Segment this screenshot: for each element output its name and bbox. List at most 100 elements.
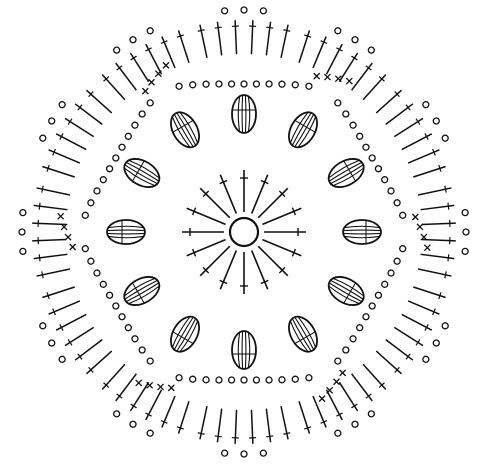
chain-stitch [292, 82, 298, 88]
chain-stitch [113, 303, 119, 309]
edge-stitch [49, 301, 80, 314]
edge-stitch [339, 382, 357, 411]
puff-outline [324, 153, 369, 193]
puff-stitch [107, 220, 145, 244]
chain-stitch [279, 377, 285, 383]
puff-stitch [232, 95, 256, 133]
single-crochet-mark [142, 88, 148, 94]
edge-chain [130, 37, 136, 43]
chain-stitch [335, 358, 341, 364]
edge-stitch [363, 74, 386, 99]
chain-stitch [119, 314, 125, 320]
chain-stitch [394, 200, 400, 206]
edge-chain [20, 210, 26, 216]
edge-chain [114, 411, 120, 417]
chain-stitch [343, 111, 349, 117]
chain-stitch [119, 144, 125, 150]
edge-stitch [251, 20, 252, 54]
edge-stitch [422, 223, 456, 224]
single-crochet-mark [58, 213, 64, 219]
puff-stitch [283, 312, 323, 357]
edge-crossbar [266, 27, 273, 28]
edge-chain [49, 340, 55, 346]
chain-stitch [241, 81, 247, 87]
chain-stitch [203, 377, 209, 383]
puff-outline [343, 220, 381, 244]
edge-stitch [376, 90, 401, 113]
puff-stitch [232, 331, 256, 369]
edge-chain [423, 102, 429, 108]
edge-stitch [326, 44, 342, 74]
single-crochet-mark [346, 78, 352, 84]
edge-stitch [376, 351, 401, 374]
edge-crossbar [448, 203, 449, 210]
chain-stitch [229, 81, 235, 87]
edge-chain [423, 356, 429, 362]
edge-stitch [339, 53, 357, 82]
puff-stitch [119, 271, 164, 311]
edge-stitch [251, 410, 252, 444]
chain-stitch [357, 133, 363, 139]
chain-stitch [266, 377, 272, 383]
chain-stitch [125, 133, 131, 139]
chain-stitch [100, 281, 106, 287]
chain-stitch [400, 212, 406, 218]
single-crochet-mark [324, 74, 330, 80]
puff-stitch [324, 153, 369, 193]
chain-stitch [343, 347, 349, 353]
puff-outline [107, 220, 145, 244]
center-ring [230, 218, 258, 246]
edge-stitch [86, 351, 111, 374]
edge-crossbar [283, 30, 290, 31]
chain-stitch [350, 336, 356, 342]
edge-stitch [116, 374, 137, 401]
chain-stitch [279, 81, 285, 87]
chain-stitch [94, 270, 100, 276]
edge-chain [147, 430, 153, 436]
edge-stitch [86, 90, 111, 113]
chain-stitch [388, 188, 394, 194]
edge-stitch [363, 364, 386, 389]
edge-chain [442, 135, 448, 141]
chain-stitch [100, 177, 106, 183]
chain-stitch [241, 377, 247, 383]
edge-stitch [386, 340, 413, 361]
edge-chain [222, 8, 228, 14]
puff-outline [324, 271, 369, 311]
edge-chain [352, 37, 358, 43]
chain-stitch [394, 258, 400, 264]
edge-stitch [49, 150, 80, 163]
edge-stitch [130, 382, 148, 411]
chain-stitch [147, 100, 153, 106]
spoke-stitches [182, 170, 306, 294]
edge-stitch [56, 134, 86, 150]
edge-chain [114, 47, 120, 53]
edge-crossbar [42, 186, 43, 193]
edge-stitch [146, 44, 162, 74]
chain-stitch [363, 144, 369, 150]
edge-chain [59, 356, 65, 362]
chain-stitch [190, 376, 196, 382]
puff-outline [165, 107, 205, 152]
edge-stitch [130, 53, 148, 82]
edge-chain [442, 323, 448, 329]
chain-stitch [216, 81, 222, 87]
spoke-stitch [252, 175, 268, 214]
chain-stitch [88, 258, 94, 264]
edge-chain [222, 450, 228, 456]
puff-stitch [165, 107, 205, 152]
single-crochet-mark [319, 396, 325, 402]
chain-stitch [190, 82, 196, 88]
chain-stitch [113, 155, 119, 161]
chain-stitch [82, 246, 88, 252]
spoke-stitch [200, 246, 230, 276]
edge-crossbar [215, 436, 222, 437]
puff-stitch [343, 220, 381, 244]
chain-stitch [94, 188, 100, 194]
chain-stitch [132, 122, 138, 128]
edge-stitch [326, 390, 342, 420]
chain-stitch [375, 166, 381, 172]
edge-scallops [19, 7, 469, 457]
spoke-stitch [220, 250, 236, 289]
chain-stitch [292, 376, 298, 382]
